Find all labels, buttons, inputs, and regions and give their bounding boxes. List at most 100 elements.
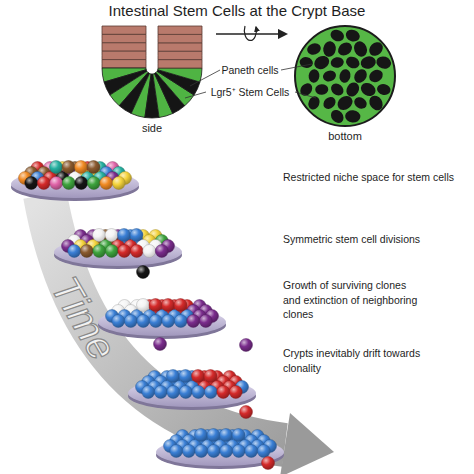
stem-cell-ball <box>204 370 217 383</box>
view-arrow <box>216 33 286 35</box>
paneth-cell <box>299 56 314 69</box>
epithelial-cell <box>158 60 202 68</box>
epithelial-cell <box>102 43 146 51</box>
stem-cell-ball <box>62 177 75 190</box>
crypt-bottom-view <box>295 26 395 126</box>
stem-cell-ball <box>192 386 205 399</box>
stem-cell-ball <box>182 445 195 458</box>
plate-surface <box>54 238 182 266</box>
stem-cell-ball <box>37 177 50 190</box>
paneth-cell <box>329 81 346 98</box>
stem-cell-ball <box>162 299 175 312</box>
stem-cell-ball <box>187 315 200 328</box>
niche-plates <box>11 161 284 470</box>
paneth-cell <box>375 55 393 71</box>
niche-plate <box>98 299 226 340</box>
niche-plate <box>11 161 139 202</box>
cell-type-label: Lgr5⁺ Stem Cells <box>211 85 290 100</box>
stem-cell-ball <box>257 445 270 458</box>
stem-cell-ball <box>229 386 242 399</box>
stem-cell-ball <box>174 315 187 328</box>
stem-cell-ball <box>179 386 192 399</box>
cell-type-label: Paneth cells <box>221 63 278 78</box>
paneth-cell <box>367 93 386 113</box>
stem-cell-ball <box>25 177 38 190</box>
paneth-cell <box>329 28 346 43</box>
stem-cell-ball <box>112 177 125 190</box>
stem-cell-ball <box>105 245 118 258</box>
stem-cell-ball <box>149 299 162 312</box>
stem-cell-ball <box>170 445 183 458</box>
stem-cell-ball <box>142 386 155 399</box>
lost-cell-ball <box>262 457 275 470</box>
paneth-cell <box>359 55 377 71</box>
epithelial-cell <box>158 34 202 42</box>
stem-cell-ball <box>174 299 187 312</box>
stem-cell-ball <box>124 315 137 328</box>
niche-plate <box>54 229 182 270</box>
stem-cell-ball <box>192 370 205 383</box>
stem-cell-ball <box>137 299 150 312</box>
epithelial-cell <box>102 60 146 68</box>
paneth-cell <box>308 69 320 83</box>
paneth-cell <box>352 39 370 58</box>
stem-cell-ball <box>204 386 217 399</box>
view-label: side <box>142 121 162 136</box>
stem-cell-ball <box>50 161 63 174</box>
stem-cell-ball <box>167 386 180 399</box>
stem-cell-ball <box>118 245 131 258</box>
stage-description: Restricted niche space for stem cells <box>283 170 468 185</box>
stage-description: Growth of surviving clones and extinctio… <box>283 278 422 322</box>
plate-surface <box>11 170 139 198</box>
stem-cell-ball <box>87 161 100 174</box>
stem-cell-ball <box>62 161 75 174</box>
stem-cell-ball <box>75 161 88 174</box>
stem-cell <box>158 68 202 82</box>
stem-cell-ball <box>207 429 220 442</box>
epithelial-cell <box>102 26 146 34</box>
stem-cell-ball <box>232 429 245 442</box>
lost-cells <box>137 266 275 470</box>
stem-cell-ball <box>245 445 258 458</box>
niche-plate <box>156 429 284 470</box>
stem-cell-ball <box>179 370 192 383</box>
figure-title: Intestinal Stem Cells at the Crypt Base <box>109 2 366 20</box>
paneth-cell <box>344 54 361 70</box>
epithelial-cell <box>158 43 202 51</box>
stem-cell-ball <box>130 245 143 258</box>
crypt-side-view <box>102 26 202 118</box>
stem-cell-ball <box>167 370 180 383</box>
epithelial-cell <box>158 51 202 59</box>
leader-line <box>185 92 206 98</box>
paneth-cell <box>352 95 369 111</box>
stem-cell-ball <box>87 177 100 190</box>
paneth-cell <box>366 39 385 58</box>
time-arrow-head <box>280 413 334 474</box>
plate-surface <box>128 379 256 407</box>
paneth-cell <box>376 83 392 97</box>
stem-cell-ball <box>130 229 143 242</box>
stage-description: Symmetric stem cell divisions <box>283 232 468 247</box>
stem-cell-ball <box>80 245 93 258</box>
stem-cell-ball <box>195 445 208 458</box>
paneth-cell <box>345 110 361 123</box>
stem-cell-ball <box>75 177 88 190</box>
paneth-cell <box>315 84 329 95</box>
paneth-cell <box>321 95 338 112</box>
paneth-cell <box>338 68 351 84</box>
leader-line <box>190 70 220 86</box>
time-arrow-shaft <box>45 195 285 445</box>
paneth-cell <box>344 28 361 43</box>
rotation-symbol <box>244 26 256 40</box>
stem-cell-ball <box>137 315 150 328</box>
epithelial-cell <box>102 34 146 42</box>
stem-cell-ball <box>154 386 167 399</box>
stem-cell-ball <box>220 429 233 442</box>
stem-cell-ball <box>105 229 118 242</box>
stem-cell-ball <box>100 177 113 190</box>
lost-cell-ball <box>240 406 253 419</box>
lost-cell-ball <box>137 266 150 279</box>
stem-cell-ball <box>50 177 63 190</box>
stem-cell-ball <box>217 386 230 399</box>
